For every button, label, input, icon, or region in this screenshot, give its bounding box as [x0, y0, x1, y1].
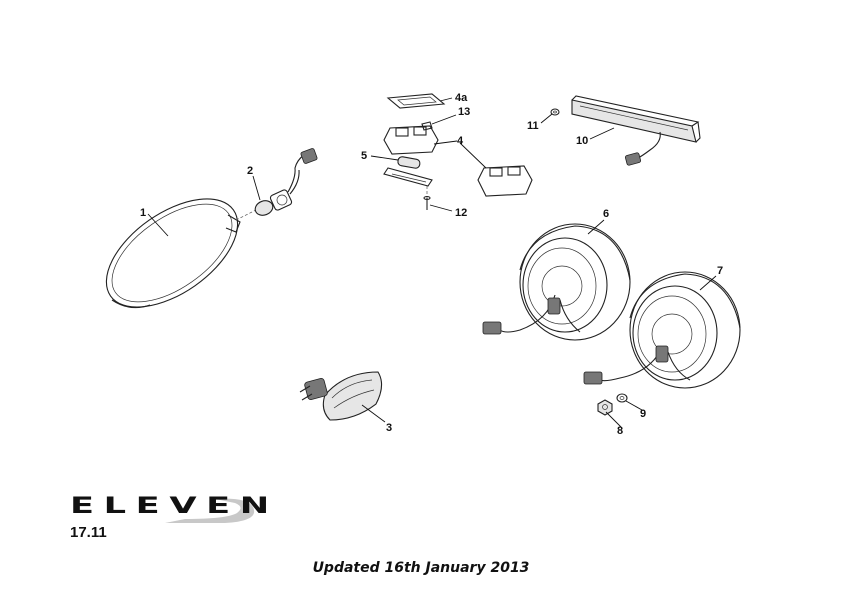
- part-6-round-lamp: [482, 223, 631, 341]
- part-3-side-repeater: [299, 371, 383, 421]
- part-11-washer: [550, 108, 560, 116]
- update-note: Updated 16th January 2013: [312, 560, 530, 576]
- part-9-washer: [616, 393, 628, 403]
- part-5-festoon-bulb: [397, 156, 421, 169]
- callout-12: 12: [455, 207, 467, 219]
- part-13-clip: [421, 121, 433, 131]
- part-4a-lens: [386, 93, 446, 109]
- part-10-brake-light: [571, 95, 701, 166]
- part-4-plate-lamp-a: [383, 125, 439, 155]
- part-4-plate-lamp-b: [477, 165, 533, 197]
- callout-1: 1: [140, 207, 146, 219]
- callout-2: 2: [247, 165, 253, 177]
- callout-10: 10: [576, 135, 588, 147]
- eleven-logo: ELEVEN: [70, 494, 279, 519]
- callout-9: 9: [640, 408, 646, 420]
- callout-7: 7: [717, 265, 723, 277]
- part-7-round-lamp: [583, 271, 741, 389]
- part-12-screw: [423, 186, 431, 210]
- part-lamp-gasket: [383, 167, 433, 187]
- callout-11: 11: [527, 120, 539, 132]
- callout-3: 3: [386, 422, 392, 434]
- callout-4a: 4a: [455, 92, 468, 104]
- page-number: 17.11: [70, 524, 107, 541]
- callout-5: 5: [361, 150, 367, 162]
- logo-swoosh-graphic: [165, 498, 255, 523]
- callout-6: 6: [603, 208, 609, 220]
- part-1-oval-lamp: [105, 198, 241, 309]
- callout-labels: 1 2 3 4 4a 13 5 12 10 11 6 7 8 9: [140, 92, 723, 437]
- part-2-bulb-socket: [235, 148, 318, 221]
- callout-8: 8: [617, 425, 623, 437]
- callout-4: 4: [457, 135, 464, 147]
- part-8-nut: [597, 399, 613, 416]
- leader-lines: [147, 97, 717, 428]
- callout-13: 13: [458, 106, 470, 118]
